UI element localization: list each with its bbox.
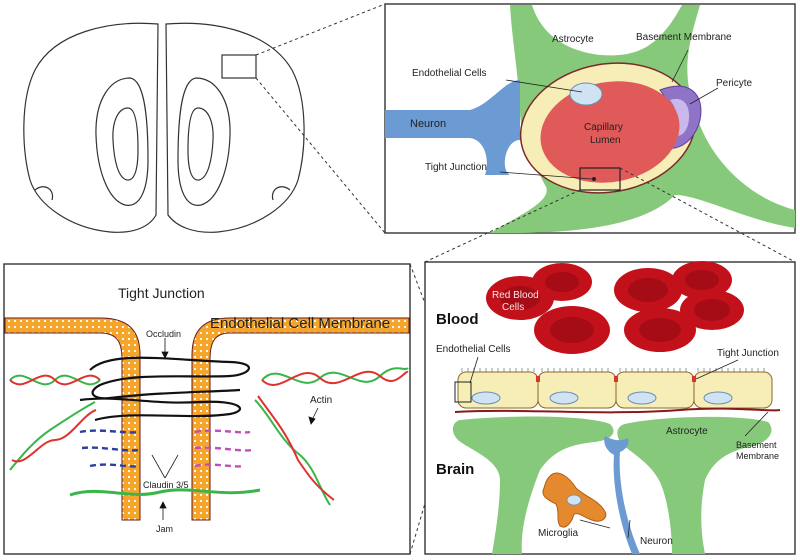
occludin-label: Occludin xyxy=(146,329,181,339)
endothelial-cells-label-bbb: Endothelial Cells xyxy=(436,344,511,355)
endothelial-zoom-box xyxy=(454,381,472,403)
tight-junction-dot xyxy=(592,177,596,181)
claudin-strands xyxy=(79,429,253,468)
actin-right-lower xyxy=(254,395,335,506)
jam-strand xyxy=(69,488,261,497)
rbc-6 xyxy=(680,290,744,330)
bbb-diagram xyxy=(452,261,781,554)
basement-membrane-line xyxy=(454,407,781,414)
tj-arrows xyxy=(159,338,319,520)
left-membrane xyxy=(4,317,141,521)
rbc-5 xyxy=(672,261,732,299)
rbc-2 xyxy=(532,263,592,301)
zoom-lines-top xyxy=(255,3,386,234)
zoom-lines-bottom xyxy=(424,167,796,263)
capillary-lumen xyxy=(540,81,680,183)
astrocyte-endfeet xyxy=(452,416,772,554)
endothelial-membrane-title: Endothelial Cell Membrane xyxy=(210,315,390,332)
rbc-3 xyxy=(534,306,610,354)
right-ventricle-outer xyxy=(177,77,231,206)
endothelial-cell-1 xyxy=(457,371,539,409)
endothelial-cells-row xyxy=(457,371,773,409)
rbc-label-line1: Red Blood xyxy=(492,290,539,301)
actin-right-upper xyxy=(261,367,409,386)
microglia xyxy=(542,472,607,528)
capillary-lumen-label-line1: Capillary xyxy=(584,122,623,133)
jam-label: Jam xyxy=(156,524,173,534)
tight-junction-label-bbb: Tight Junction xyxy=(717,348,779,359)
rbc-7 xyxy=(624,308,696,352)
claudin-label: Claudin 3/5 xyxy=(143,480,189,490)
endothelial-nuclei xyxy=(471,391,733,405)
capillary-leader-lines xyxy=(499,49,719,180)
left-ventricle-outer xyxy=(95,77,149,206)
right-ventricle-inner xyxy=(187,107,214,181)
endothelial-cell-3 xyxy=(615,371,695,409)
neuron-shape xyxy=(385,80,520,175)
microglia-label: Microglia xyxy=(538,528,578,539)
tight-junction-markers xyxy=(536,376,696,382)
endothelial-cells-label-capillary: Endothelial Cells xyxy=(412,68,487,79)
tight-junction-label-capillary: Tight Junction xyxy=(425,162,487,173)
basement-membrane-label: Basement Membrane xyxy=(636,32,732,43)
rbc-4 xyxy=(614,268,682,312)
red-blood-cells xyxy=(486,261,744,354)
right-hemisphere xyxy=(165,22,305,233)
endothelial-nucleus xyxy=(569,82,603,106)
endothelial-cell-2 xyxy=(537,371,617,409)
claudin-pointers xyxy=(151,454,179,479)
blood-label: Blood xyxy=(436,311,479,328)
brain-section-outline xyxy=(23,22,305,233)
bbb-neuron xyxy=(604,436,640,554)
pericyte-inner xyxy=(670,98,690,136)
basement-label-line1: Basement xyxy=(736,440,777,450)
astrocyte-label-bbb: Astrocyte xyxy=(666,426,708,437)
astrocyte-label-capillary: Astrocyte xyxy=(552,34,594,45)
actin-label: Actin xyxy=(310,395,332,406)
left-lobe-notch xyxy=(34,186,54,201)
actin-left-lower xyxy=(9,401,97,471)
rbc-label-line2: Cells xyxy=(502,302,524,313)
right-membrane xyxy=(191,317,410,521)
right-lobe-notch xyxy=(271,186,291,201)
tight-junction-zoom-box xyxy=(579,167,621,191)
capillary-diagram xyxy=(385,5,795,233)
capillary-lumen-label-line2: Lumen xyxy=(590,135,621,146)
occludin-strands xyxy=(79,356,251,422)
zoom-region-box xyxy=(221,54,257,79)
left-ventricle-inner xyxy=(112,107,139,181)
endothelial-cell-4 xyxy=(693,371,773,409)
brain-label: Brain xyxy=(436,461,474,478)
pericyte-label: Pericyte xyxy=(716,78,753,89)
tight-junction-title: Tight Junction xyxy=(118,285,205,301)
actin-left-upper xyxy=(9,374,101,386)
tight-junction-diagram xyxy=(4,317,410,521)
basement-label-line2: Membrane xyxy=(736,451,779,461)
left-hemisphere xyxy=(23,22,159,233)
neuron-label-capillary: Neuron xyxy=(410,118,446,130)
bbb-leader-lines xyxy=(469,356,769,539)
neuron-label-bbb: Neuron xyxy=(640,536,673,547)
microvilli xyxy=(461,368,765,372)
